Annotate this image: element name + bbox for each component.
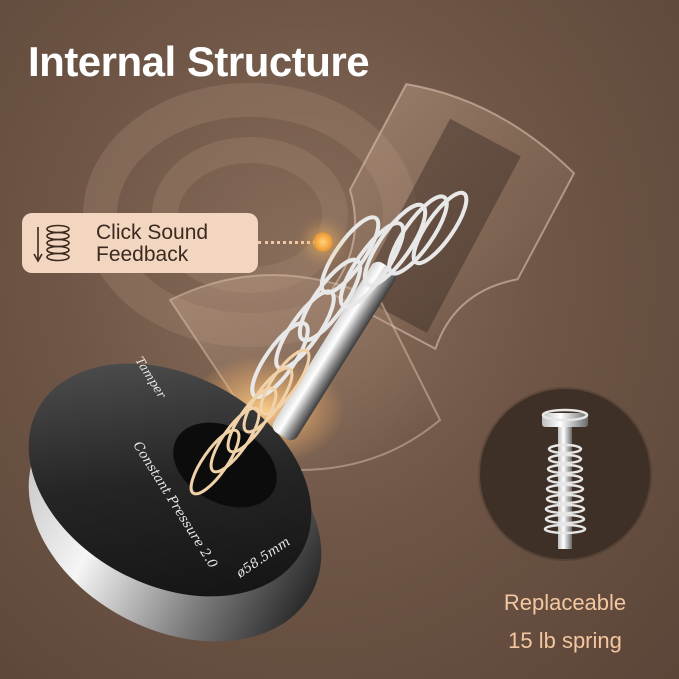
callout-line2: Feedback [96, 243, 189, 266]
inset-caption-line2: 15 lb spring [508, 628, 622, 653]
click-sound-callout: Click Sound Feedback [22, 213, 258, 273]
callout-indicator-dot [313, 232, 333, 252]
spring-icon [33, 224, 70, 263]
callout-label: Click Sound Feedback [96, 222, 208, 266]
center-shaft [272, 261, 397, 441]
outer-spring [250, 190, 469, 399]
page-title: Internal Structure [28, 38, 370, 85]
spring-shaft-icon [541, 408, 589, 549]
callout-leader-line [258, 241, 316, 244]
spring-inset [480, 389, 650, 559]
tamper-base [28, 363, 322, 642]
callout-line1: Click Sound [96, 221, 209, 244]
inset-caption-line1: Replaceable [503, 590, 627, 615]
inner-spring [189, 348, 311, 496]
inset-caption: Replaceable 15 lb spring [470, 584, 660, 660]
